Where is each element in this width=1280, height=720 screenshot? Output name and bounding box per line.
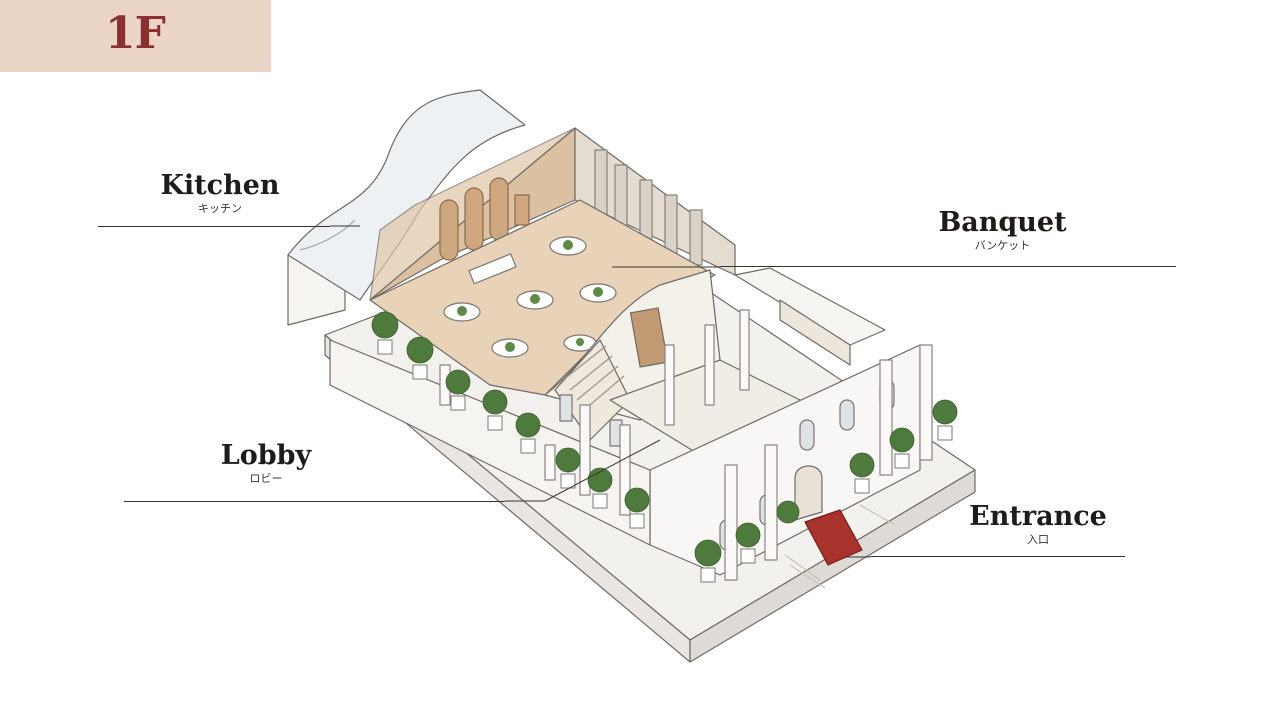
floor-badge: 1F bbox=[0, 0, 271, 72]
kitchen-title: Kitchen bbox=[160, 170, 280, 201]
floor-title: 1F bbox=[105, 8, 166, 59]
banquet-subtitle: バンケット bbox=[974, 239, 1031, 252]
label-lobby: Lobby ロビー bbox=[211, 441, 321, 486]
label-entrance: Entrance 入口 bbox=[968, 502, 1108, 547]
lobby-leader-line bbox=[124, 501, 505, 502]
entrance-leader-line bbox=[870, 556, 1125, 557]
label-banquet: Banquet バンケット bbox=[935, 208, 1070, 253]
entrance-subtitle: 入口 bbox=[1027, 533, 1049, 546]
kitchen-subtitle: キッチン bbox=[198, 202, 242, 215]
banquet-title: Banquet bbox=[938, 207, 1067, 238]
lobby-subtitle: ロビー bbox=[249, 472, 283, 485]
label-kitchen: Kitchen キッチン bbox=[155, 171, 285, 216]
lobby-title: Lobby bbox=[220, 440, 312, 471]
banquet-leader-line bbox=[720, 266, 1176, 267]
entrance-title: Entrance bbox=[969, 501, 1107, 532]
kitchen-leader-line bbox=[98, 226, 330, 227]
